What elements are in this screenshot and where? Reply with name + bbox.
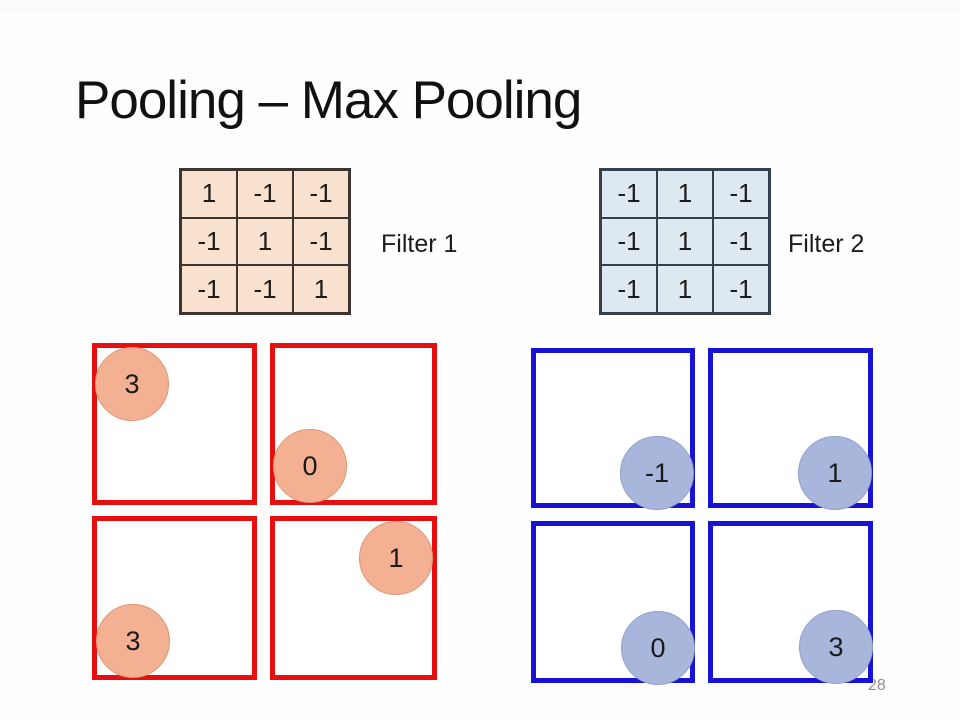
feature-map-box-red-bottom-left: [92, 516, 257, 680]
matrix-cell: 1: [657, 170, 713, 218]
matrix-cell: -1: [713, 265, 769, 313]
slide-top-strip: [0, 0, 960, 14]
matrix-cell: -1: [713, 217, 769, 266]
matrix-cell: -1: [181, 265, 237, 313]
pooled-value-circle: 3: [95, 347, 169, 421]
matrix-cell: -1: [601, 217, 657, 266]
pooled-value-circle: 3: [799, 610, 873, 684]
pooled-value-circle: 1: [798, 436, 872, 510]
pooled-value-circle: 3: [96, 604, 170, 678]
filter2-matrix: -1 1 -1 -1 1 -1 -1 1 -1: [599, 168, 771, 315]
pooled-value-circle: 1: [359, 521, 433, 595]
page-title: Pooling – Max Pooling: [75, 71, 582, 130]
filter2-label: Filter 2: [788, 230, 865, 258]
matrix-cell: -1: [237, 265, 293, 313]
matrix-cell: -1: [601, 170, 657, 218]
pooled-value-circle: -1: [620, 436, 694, 510]
matrix-cell: 1: [237, 217, 293, 266]
matrix-cell: 1: [657, 265, 713, 313]
matrix-cell: 1: [293, 265, 349, 313]
matrix-cell: -1: [237, 170, 293, 218]
pooled-value-circle: 0: [621, 611, 695, 685]
matrix-cell: -1: [181, 217, 237, 266]
filter1-matrix: 1 -1 -1 -1 1 -1 -1 -1 1: [179, 168, 351, 315]
matrix-cell: 1: [657, 217, 713, 266]
matrix-cell: -1: [293, 170, 349, 218]
filter1-label: Filter 1: [381, 230, 458, 258]
matrix-cell: -1: [713, 170, 769, 218]
pooled-value-circle: 0: [273, 429, 347, 503]
matrix-cell: -1: [601, 265, 657, 313]
matrix-cell: 1: [181, 170, 237, 218]
matrix-cell: -1: [293, 217, 349, 266]
